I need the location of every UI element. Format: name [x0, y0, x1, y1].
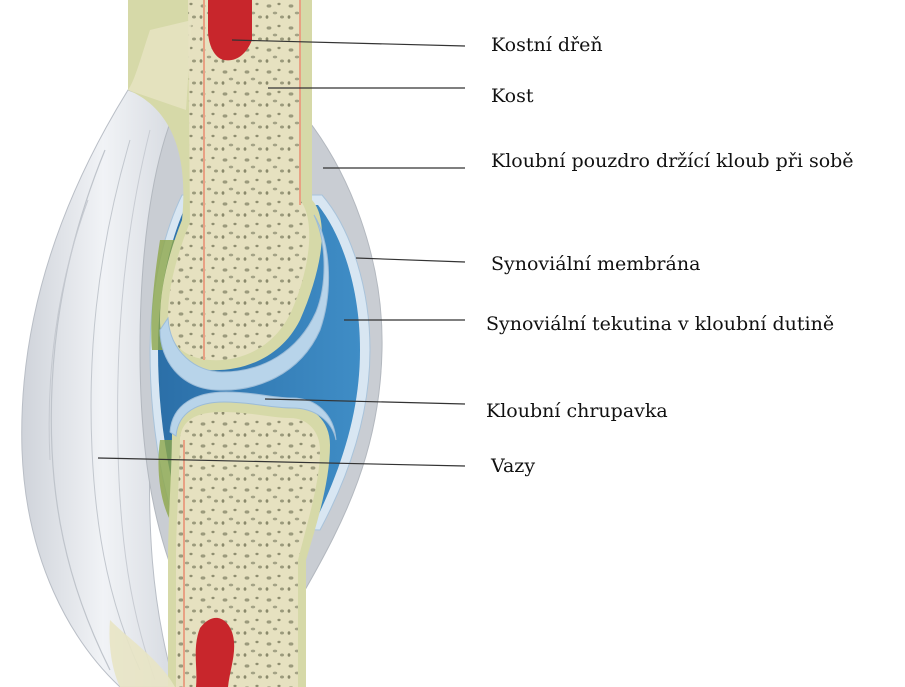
- joint-illustration: [0, 0, 470, 687]
- marrow-upper: [208, 0, 252, 60]
- lower-bone: [168, 392, 336, 687]
- label-joint-capsule: Kloubní pouzdro držící kloub při sobě: [491, 152, 854, 171]
- marrow-lower: [196, 618, 234, 687]
- label-bone: Kost: [491, 87, 534, 106]
- label-bone-marrow: Kostní dřeň: [491, 36, 603, 55]
- label-articular-cartilage: Kloubní chrupavka: [486, 402, 668, 421]
- label-ligaments: Vazy: [491, 457, 535, 476]
- label-synovial-membrane: Synoviální membrána: [491, 255, 700, 274]
- label-synovial-fluid: Synoviální tekutina v kloubní dutině: [486, 315, 834, 334]
